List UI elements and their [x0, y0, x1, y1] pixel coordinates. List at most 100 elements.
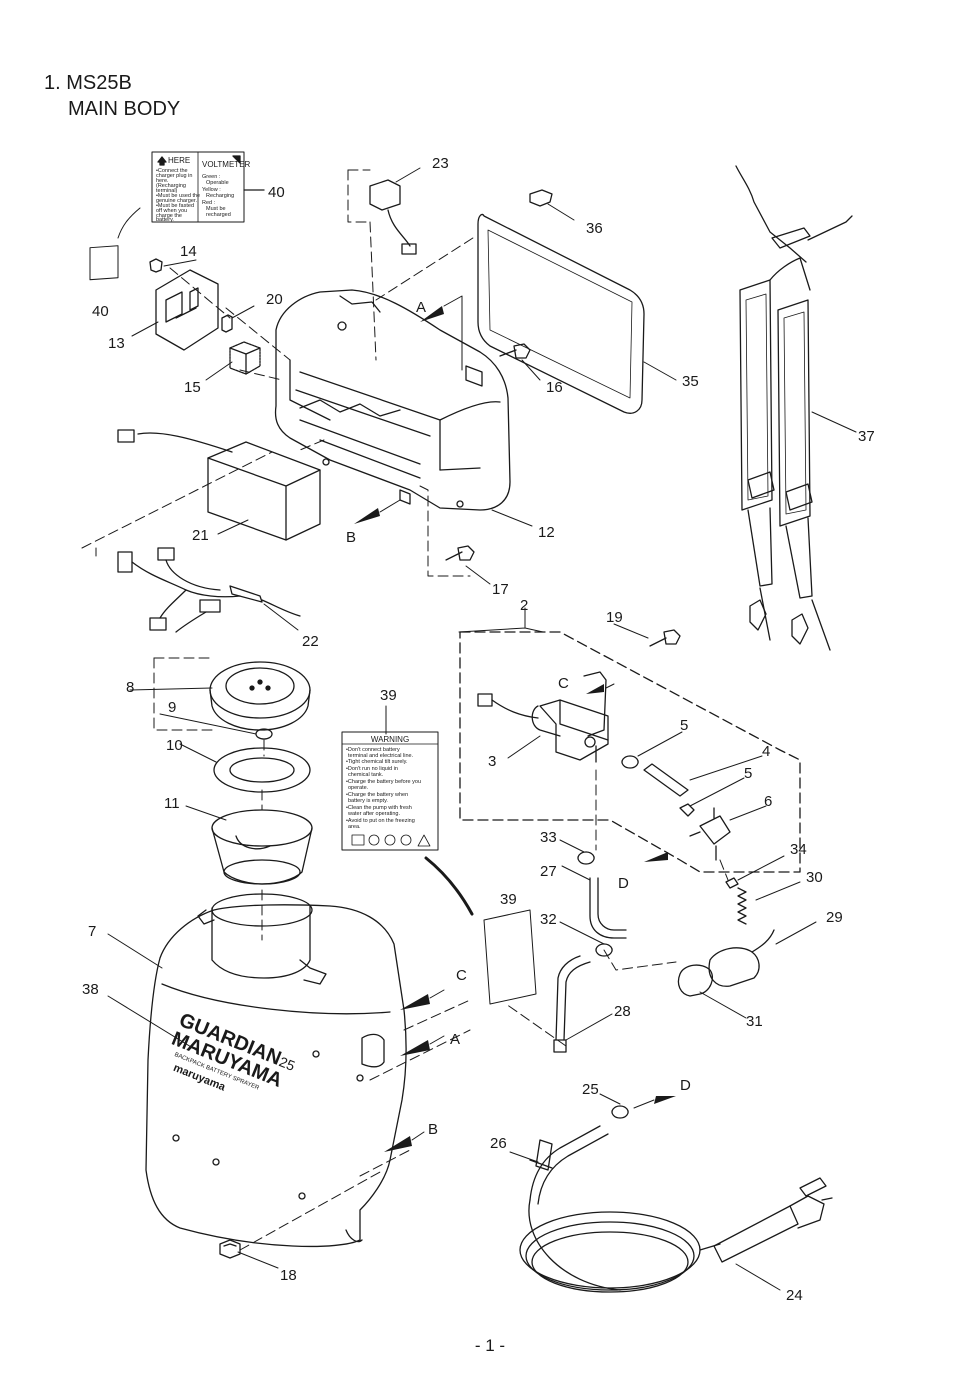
svg-text:(Recharging: (Recharging [156, 183, 186, 189]
warning-header: WARNING [371, 735, 409, 744]
svg-text:operate.: operate. [348, 785, 369, 791]
svg-text:Yellow :: Yellow : [202, 187, 221, 193]
callout-40-top: 40 [268, 184, 285, 201]
svg-text:charge the: charge the [156, 213, 182, 219]
hose-clamp-33 [577, 851, 595, 865]
arrow-letter-d-pump: D [618, 875, 629, 892]
warning-label-39 [341, 731, 439, 851]
svg-text:here.: here. [156, 178, 169, 184]
svg-text:battery is empty.: battery is empty. [348, 798, 388, 804]
callout-18: 18 [280, 1267, 297, 1284]
callout-27: 27 [540, 863, 557, 880]
svg-text:off when you: off when you [156, 208, 187, 214]
svg-text:•Connect the: •Connect the [156, 168, 188, 174]
tube-28 [555, 955, 591, 1041]
battery-cover-35 [477, 189, 645, 414]
svg-text:•Don't connect battery: •Don't connect battery [346, 747, 400, 753]
callout-28: 28 [614, 1003, 631, 1020]
arrow-letter-b-tank: B [428, 1121, 438, 1138]
callout-2: 2 [520, 597, 528, 614]
arrow-letter-a-tank: A [450, 1031, 460, 1048]
callout-35: 35 [682, 373, 699, 390]
callout-33: 33 [540, 829, 557, 846]
section-arrows [354, 306, 676, 1152]
callout-10: 10 [166, 737, 183, 754]
callout-9: 9 [168, 699, 176, 716]
callout-37: 37 [858, 428, 875, 445]
callout-16: 16 [546, 379, 563, 396]
clamp-34 [725, 877, 739, 889]
hose-clamp-32 [595, 943, 613, 957]
callout-39-lower: 39 [500, 891, 517, 908]
callout-40-side: 40 [92, 303, 109, 320]
callout-24: 24 [786, 1287, 803, 1304]
svg-text:water after operating.: water after operating. [347, 811, 400, 817]
callout-32: 32 [540, 911, 557, 928]
callout-numbers: 23 40 36 14 20 40 13 15 16 35 37 12 21 1… [82, 155, 875, 1304]
svg-text:Must be: Must be [206, 206, 226, 212]
hose-clamp-25 [611, 1105, 629, 1119]
svg-text:recharged: recharged [206, 212, 231, 218]
callout-25: 25 [582, 1081, 599, 1098]
callout-19: 19 [606, 609, 623, 626]
callout-14: 14 [180, 243, 197, 260]
charger-label-text: HERE VOLTMETER •Connect the charger plug… [156, 156, 251, 223]
switch-23 [369, 179, 417, 255]
callout-15: 15 [184, 379, 201, 396]
arrow-letter-c-pump: C [558, 675, 569, 692]
fitting-6 [689, 807, 731, 861]
callout-13: 13 [108, 335, 125, 352]
svg-text:•Don't run no liquid in: •Don't run no liquid in [346, 766, 398, 772]
callout-8: 8 [126, 679, 134, 696]
title-section: MAIN BODY [68, 98, 181, 120]
arrow-letter-c-tank: C [456, 967, 467, 984]
callout-29: 29 [826, 909, 843, 926]
callout-36: 36 [586, 220, 603, 237]
callout-20: 20 [266, 291, 283, 308]
strainer-29 [708, 947, 760, 987]
logo-model: 25 [277, 1053, 298, 1074]
charger-holder-13 [149, 258, 261, 375]
svg-text:•Must be used the: •Must be used the [156, 193, 200, 199]
svg-text:battery.: battery. [156, 217, 174, 223]
tank-cap-8 [209, 661, 311, 731]
page-title: 1. MS25B MAIN BODY [44, 70, 180, 122]
packing-10 [213, 747, 311, 793]
callout-17: 17 [492, 581, 509, 598]
nut-18 [219, 1239, 241, 1259]
callout-7: 7 [88, 923, 96, 940]
hose-24 [519, 1125, 833, 1293]
callout-12: 12 [538, 524, 555, 541]
hose-clamp-5-b [679, 803, 695, 817]
spring-30 [737, 887, 747, 925]
svg-text:Green :: Green : [202, 174, 221, 180]
callout-5-upper: 5 [680, 717, 688, 734]
tank-logo: GUARDIAN 25 MARUYAMA BACKPACK BATTERY SP… [169, 1009, 298, 1094]
svg-text:•Charge the battery before you: •Charge the battery before you [346, 779, 421, 785]
hose-holder-26 [529, 1139, 553, 1171]
svg-text:•Avoid to put on the freezing: •Avoid to put on the freezing [346, 818, 415, 824]
svg-text:•Charge the battery when: •Charge the battery when [346, 792, 408, 798]
callout-39-top: 39 [380, 687, 397, 704]
callout-11: 11 [164, 795, 180, 812]
warning-label-text: WARNING •Don't connect battery terminal … [346, 735, 421, 830]
svg-text:chemical tank.: chemical tank. [348, 772, 384, 778]
svg-text:•Clean the pump with fresh: •Clean the pump with fresh [346, 805, 412, 811]
svg-text:terminal): terminal) [156, 188, 178, 194]
tube-27 [589, 877, 627, 939]
svg-text:Recharging: Recharging [206, 193, 234, 199]
hose-clamp-5-a [621, 755, 639, 769]
pump-assembly-group-2 [459, 631, 801, 873]
label-pointer [424, 856, 474, 916]
screw-19 [649, 629, 681, 647]
callout-5-lower: 5 [744, 765, 752, 782]
svg-text:•Must be fasted: •Must be fasted [156, 203, 194, 209]
arrow-letter-a-top: A [416, 299, 426, 316]
screw-17 [445, 545, 475, 561]
label-40-left-header: HERE [168, 156, 190, 165]
callout-23: 23 [432, 155, 449, 172]
svg-text:•Tight chemical tilt surely.: •Tight chemical tilt surely. [346, 759, 408, 765]
callout-leader-lines [107, 167, 857, 1291]
svg-text:terminal and electrical line.: terminal and electrical line. [348, 753, 414, 759]
